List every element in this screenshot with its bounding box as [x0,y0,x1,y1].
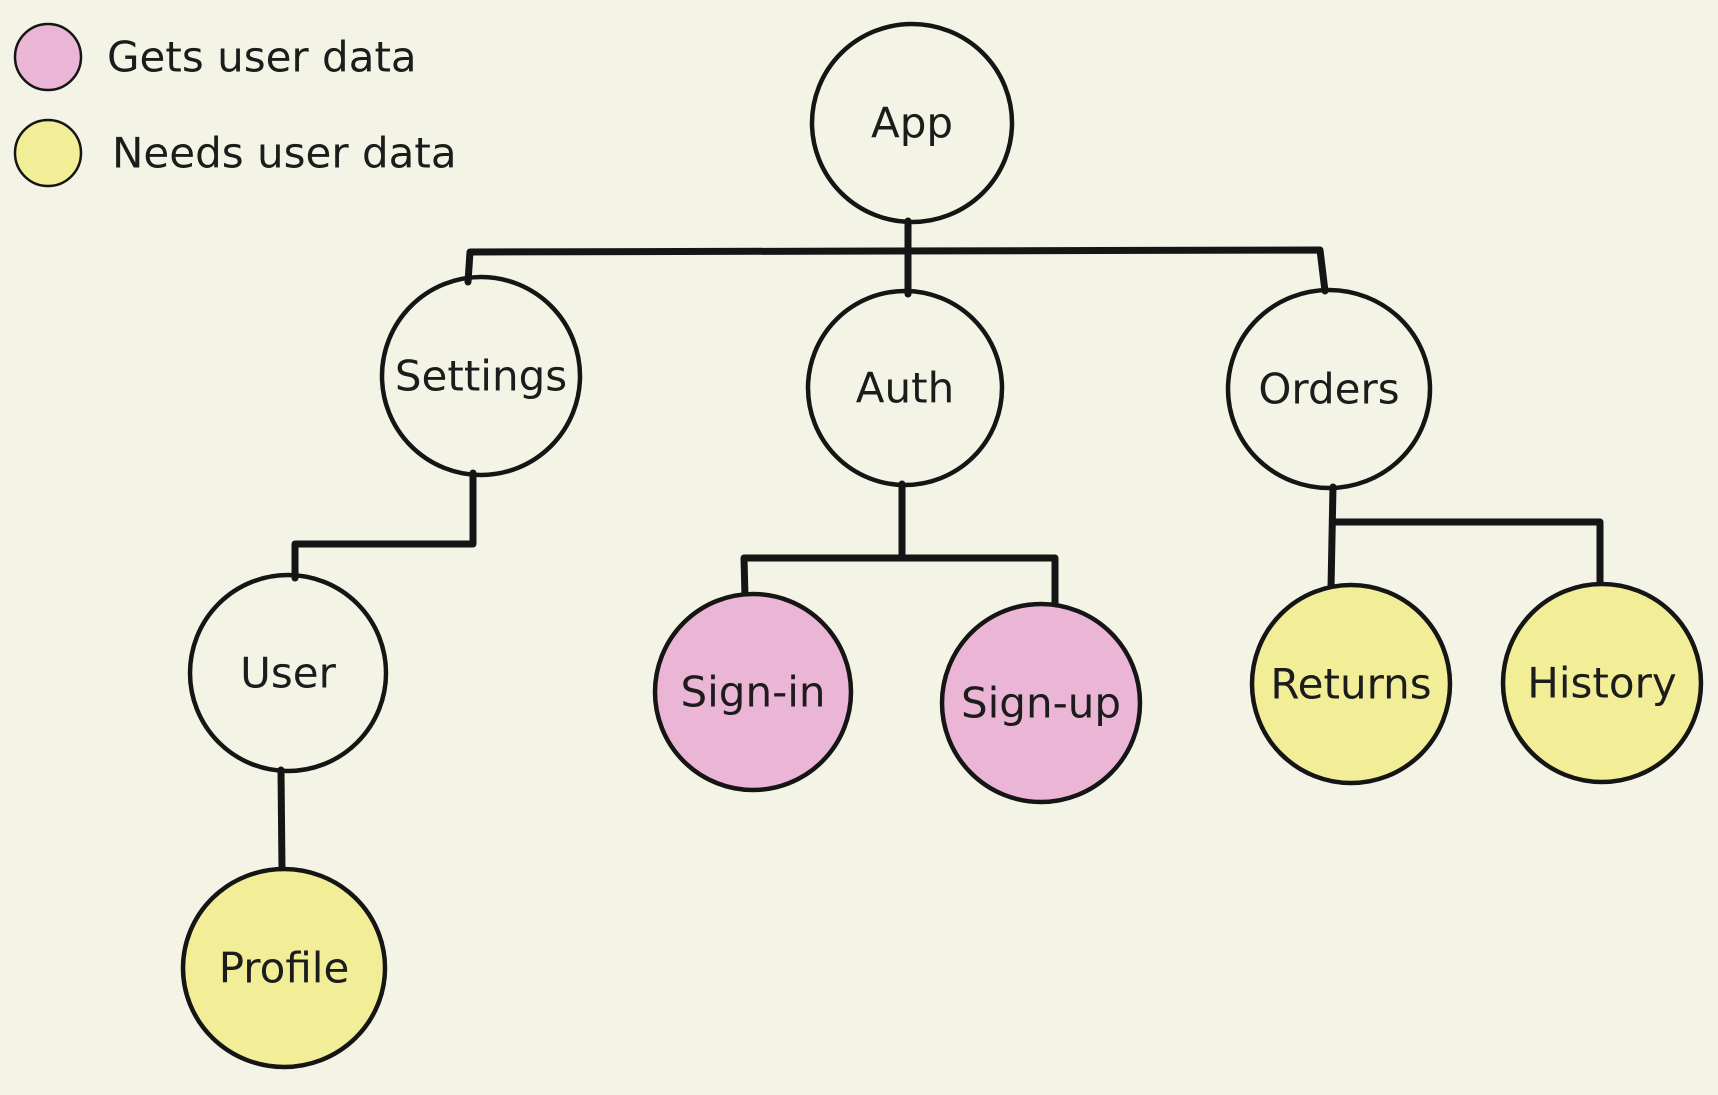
node-history-circle[interactable] [1500,581,1704,785]
node-profile-label: Profile [219,944,350,993]
legend-item-needs: Needs user data [13,118,457,188]
node-app[interactable]: App [809,21,1015,225]
legend-swatch-gets[interactable] [13,22,83,92]
node-app-circle[interactable] [809,21,1015,225]
node-auth[interactable]: Auth [805,288,1005,488]
node-auth-circle[interactable] [805,288,1005,488]
node-sign-in-label: Sign-in [680,668,825,717]
node-settings-circle[interactable] [379,274,583,478]
edge-auth-children-bar [740,554,1059,611]
node-settings[interactable]: Settings [379,274,583,478]
node-sign-up-circle[interactable] [939,601,1143,805]
node-auth-label: Auth [856,364,954,413]
edge-app-children-bar [464,246,1329,295]
legend-label-gets: Gets user data [107,33,417,82]
node-history[interactable]: History [1500,581,1704,785]
node-profile[interactable]: Profile [180,866,388,1070]
node-sign-up-label: Sign-up [961,679,1121,728]
node-sign-in-circle[interactable] [652,591,854,793]
node-profile-circle[interactable] [180,866,388,1070]
edge-user-profile [277,766,286,875]
node-user[interactable]: User [187,572,389,774]
node-sign-up[interactable]: Sign-up [939,601,1143,805]
edge-orders-history-branch [1329,518,1604,590]
edge-settings-user [291,469,477,582]
legend-item-gets: Gets user data [13,22,417,92]
node-app-label: App [871,99,953,148]
node-returns[interactable]: Returns [1249,582,1453,786]
node-orders-label: Orders [1258,365,1399,414]
node-orders[interactable]: Orders [1225,287,1433,491]
node-user-label: User [240,649,336,698]
node-user-circle[interactable] [187,572,389,774]
node-returns-circle[interactable] [1249,582,1453,786]
edge-orders-returns-drop [1327,483,1337,592]
node-returns-label: Returns [1270,660,1431,709]
node-sign-in[interactable]: Sign-in [652,591,854,793]
legend-label-needs: Needs user data [112,129,457,178]
node-settings-label: Settings [395,352,567,401]
legend-swatch-needs[interactable] [13,118,83,188]
node-history-label: History [1527,659,1676,708]
edges-layer [277,217,1604,875]
node-orders-circle[interactable] [1225,287,1433,491]
